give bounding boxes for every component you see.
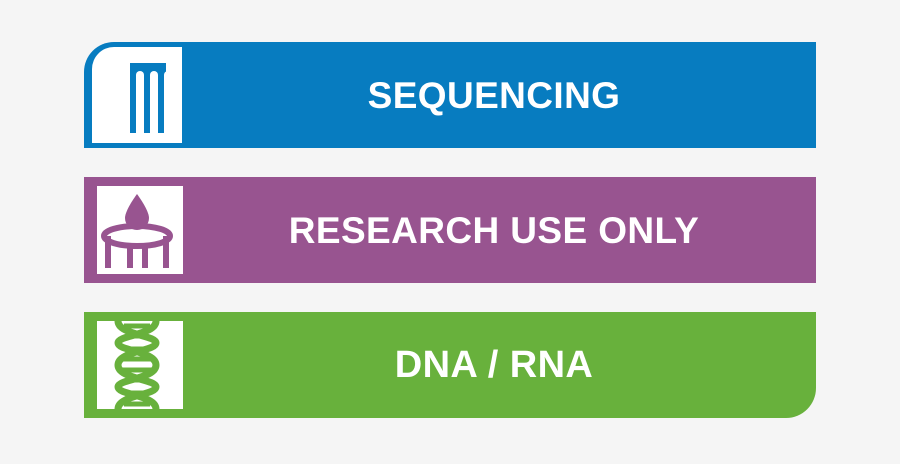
droplet-dish-icon [101,194,173,268]
dna-helix-icon [114,321,160,409]
research-use-only-label: RESEARCH USE ONLY [288,209,700,251]
badge-dna-rna[interactable]: DNA / RNA [84,312,816,418]
dna-icon-cell [84,312,190,418]
dna-rna-label: DNA / RNA [394,344,594,386]
badge-stack: SEQUENCING RESEARCH USE [84,42,816,418]
badge-research-use-only[interactable]: RESEARCH USE ONLY [84,177,816,283]
flowcell-icon [92,47,182,143]
ruo-icon-cell [84,177,190,283]
sequencing-label-cell: SEQUENCING [190,42,816,148]
sequencing-icon-cell [84,42,190,148]
dna-label-cell: DNA / RNA [190,312,816,418]
sequencing-label: SEQUENCING [367,74,621,116]
ruo-label-cell: RESEARCH USE ONLY [190,177,816,283]
badge-sequencing[interactable]: SEQUENCING [84,42,816,148]
